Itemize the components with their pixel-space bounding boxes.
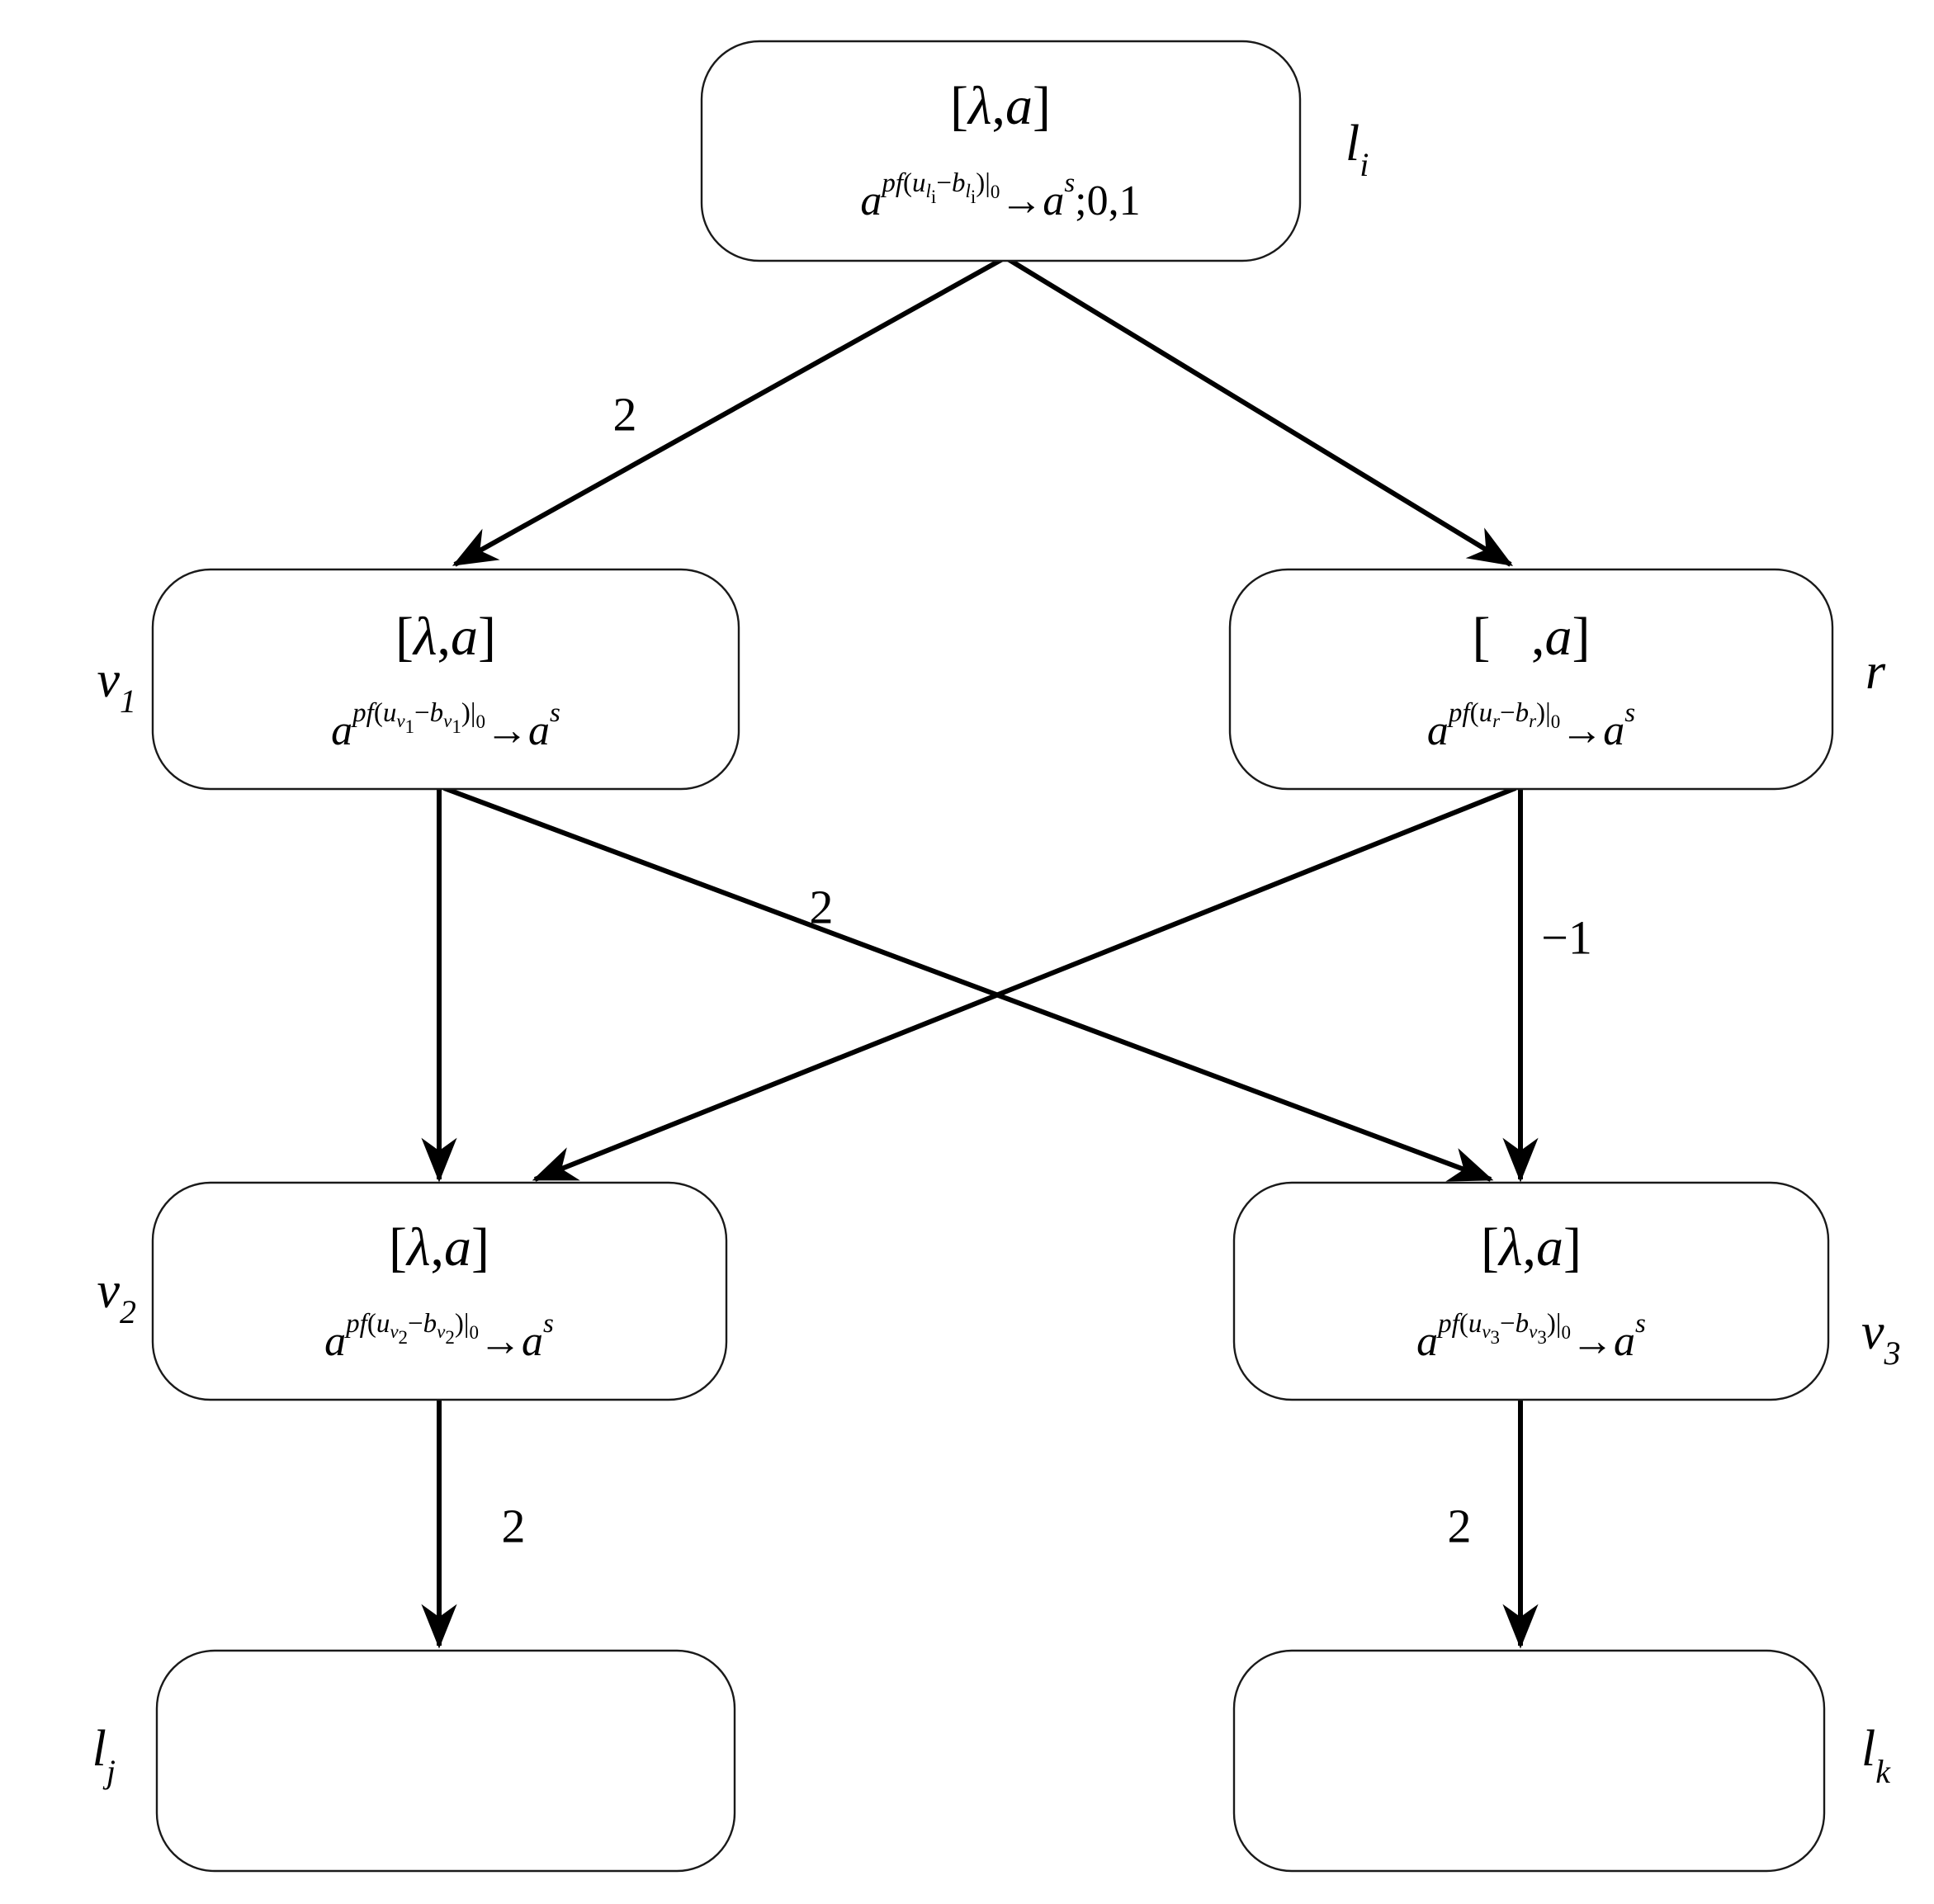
node-v1-rule: apf(uv1−bv1)|0→as (331, 698, 560, 754)
node-tag-v2: v2 (97, 1263, 136, 1330)
node-v3-content: [λ,a] apf(uv3−bv3)|0→as v3 (1416, 1217, 1900, 1372)
node-v3-rule: apf(uv3−bv3)|0→as (1416, 1309, 1646, 1365)
node-lk-content: lk (1861, 1721, 1891, 1790)
node-r-interval: [ ,a] (1473, 607, 1591, 667)
node-tag-lk: lk (1861, 1721, 1891, 1790)
edge-weight-r-v3: −1 (1541, 910, 1592, 964)
node-lj[interactable] (155, 1649, 736, 1873)
node-v1[interactable] (151, 568, 740, 791)
edge-layer (421, 255, 1539, 1649)
node-tag-v3: v3 (1861, 1304, 1901, 1372)
node-r-rule: apf(ur−br)|0→as (1427, 698, 1635, 754)
node-li-interval: [λ,a] (950, 76, 1051, 136)
node-r-content: [ ,a] apf(ur−br)|0→as r (1427, 607, 1886, 754)
node-v3[interactable] (1232, 1181, 1830, 1401)
edge-weight-v1-v3: 2 (810, 880, 834, 933)
node-li-rule: apf(uli−bli)|0→as;0,1 (860, 168, 1140, 224)
edge-weight-layer: 2 2 −1 2 2 (502, 387, 1592, 1552)
edge-v1-v3 (442, 786, 1494, 1182)
node-li-content: [λ,a] apf(uli−bli)|0→as;0,1 li (860, 76, 1369, 224)
node-v1-interval: [λ,a] (395, 607, 496, 667)
node-v2[interactable] (151, 1181, 728, 1401)
edge-r-v2 (532, 786, 1517, 1182)
node-li[interactable] (700, 40, 1302, 262)
node-tag-r: r (1865, 644, 1886, 700)
node-r[interactable] (1228, 568, 1834, 791)
node-layer (151, 40, 1834, 1873)
node-v3-interval: [λ,a] (1481, 1217, 1582, 1278)
node-lj-content: lj (92, 1721, 116, 1790)
edge-weight-li-v1: 2 (613, 387, 637, 441)
node-tag-li: li (1345, 116, 1369, 183)
edge-weight-v3-lk: 2 (1448, 1499, 1472, 1552)
node-v2-interval: [λ,a] (389, 1217, 489, 1278)
node-tag-v1: v1 (97, 652, 136, 720)
node-v2-rule: apf(uv2−bv2)|0→as (324, 1309, 554, 1365)
node-tag-lj: lj (92, 1721, 116, 1790)
edge-li-v1 (452, 255, 1007, 567)
edge-weight-v2-lj: 2 (502, 1499, 526, 1552)
node-v1-content: [λ,a] apf(uv1−bv1)|0→as v1 (97, 607, 560, 754)
node-lk[interactable] (1232, 1649, 1826, 1873)
edge-li-r (1004, 255, 1514, 567)
node-v2-content: [λ,a] apf(uv2−bv2)|0→as v2 (97, 1217, 553, 1365)
